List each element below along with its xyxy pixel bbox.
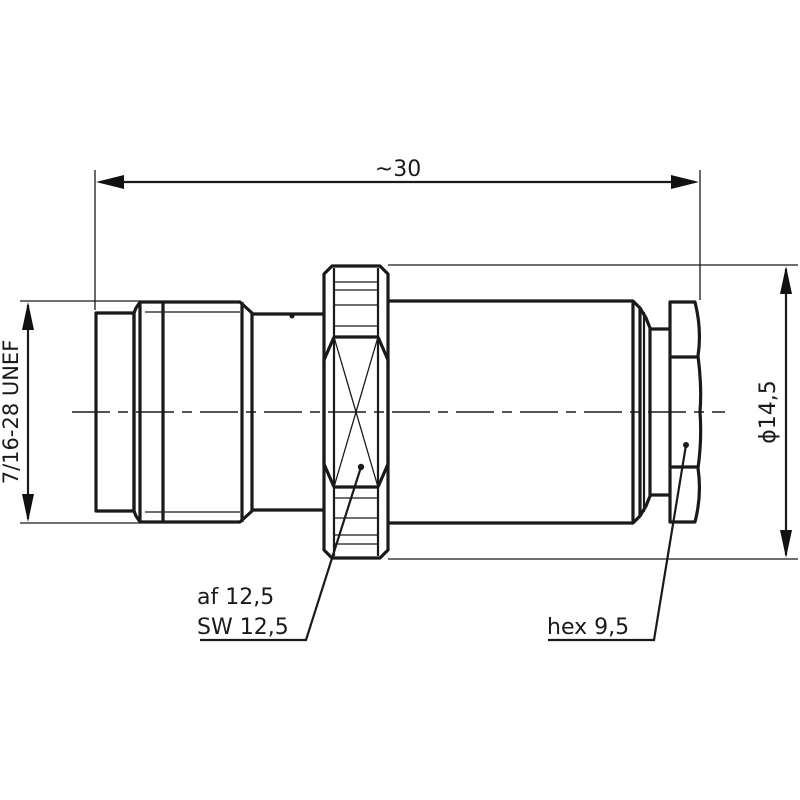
nut-callout-sw: SW 12,5 <box>197 615 289 640</box>
connector-body <box>94 264 703 560</box>
rear-neck <box>650 327 670 497</box>
diameter-dimension: ϕ14,5 <box>756 266 792 558</box>
hex-callout: hex 9,5 <box>547 444 688 642</box>
neck <box>252 312 324 512</box>
thread-dimension-label: 7/16-28 UNEF <box>0 340 23 485</box>
nut-callout-af: af 12,5 <box>197 585 274 610</box>
thread-dimension: 7/16-28 UNEF <box>0 302 34 522</box>
length-dimension: ~30 <box>96 157 699 189</box>
rear-hex <box>668 300 703 524</box>
barrel <box>388 299 652 525</box>
hex-callout-label: hex 9,5 <box>547 615 629 640</box>
nut-callout: af 12,5 SW 12,5 <box>197 466 363 642</box>
diameter-dimension-label: ϕ14,5 <box>756 380 781 444</box>
extension-lines <box>20 170 798 560</box>
length-dimension-label: ~30 <box>375 157 421 182</box>
coupling-nut <box>322 264 390 560</box>
